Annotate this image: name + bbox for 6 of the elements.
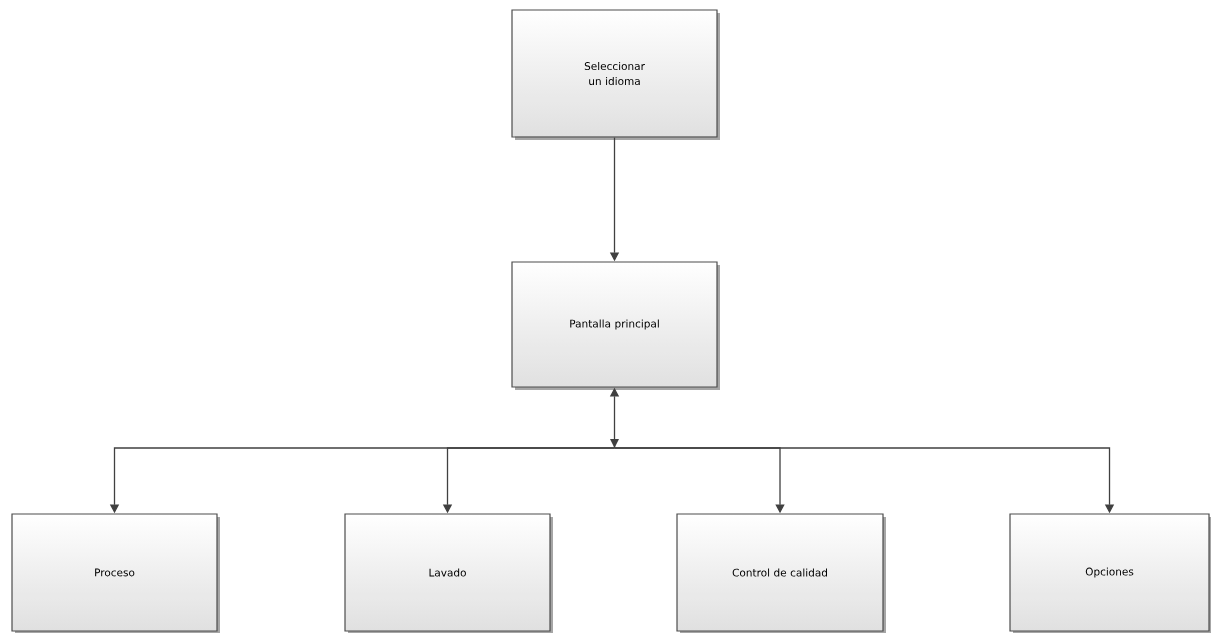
process-box: Lavado — [344, 513, 553, 633]
process-box: Pantalla principal — [511, 261, 720, 390]
process-box: Opciones — [1009, 513, 1211, 633]
process-box: Control de calidad — [676, 513, 886, 633]
process-box: Seleccionar un idioma — [511, 9, 720, 140]
process-box: Proceso — [11, 513, 220, 633]
